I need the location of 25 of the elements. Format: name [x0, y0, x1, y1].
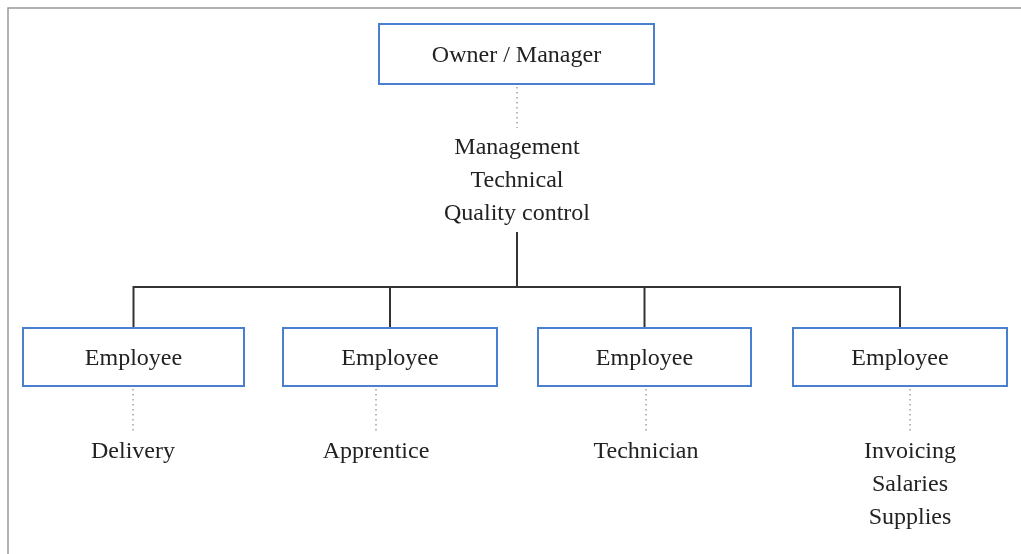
dotted-connector: [909, 388, 911, 434]
role-box: [792, 327, 1008, 387]
dotted-connector: [375, 388, 377, 434]
role-label: Employee: [851, 342, 949, 372]
dotted-connector: [132, 388, 134, 434]
role-box: [378, 23, 655, 85]
role-label: Apprentice: [322, 435, 430, 465]
role-box: [537, 327, 752, 387]
role-label: Employee: [341, 342, 439, 372]
dotted-connector: [516, 86, 518, 129]
role-label: Delivery: [91, 435, 175, 465]
role-label: Technical: [470, 164, 564, 194]
role-label: Salaries: [872, 468, 948, 498]
role-label: Owner / Manager: [431, 39, 602, 69]
dotted-connector: [645, 388, 647, 434]
role-label: Invoicing: [864, 435, 956, 465]
role-box: [282, 327, 498, 387]
role-label: Employee: [84, 342, 183, 372]
role-box: [22, 327, 245, 387]
role-label: Quality control: [444, 197, 590, 227]
role-label: Employee: [595, 342, 694, 372]
role-label: Management: [454, 131, 580, 161]
connector-line: [516, 231, 901, 328]
role-label: Technician: [593, 435, 699, 465]
role-label: Supplies: [868, 501, 952, 531]
